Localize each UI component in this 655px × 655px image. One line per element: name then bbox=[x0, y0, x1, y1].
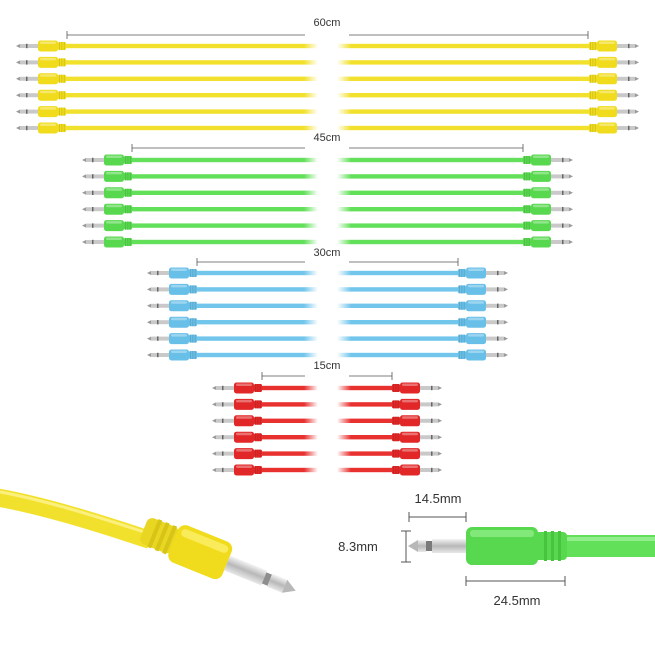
plug-right bbox=[458, 349, 508, 361]
patch-cable bbox=[212, 431, 442, 443]
plug-right bbox=[523, 220, 573, 232]
cable-group-30cm bbox=[147, 254, 508, 361]
patch-cable bbox=[147, 267, 508, 279]
patch-cable bbox=[82, 170, 573, 182]
dimension-plug-length: 24.5mm bbox=[465, 576, 566, 608]
patch-cable bbox=[212, 382, 442, 394]
patch-cable bbox=[82, 154, 573, 166]
plug-left bbox=[16, 89, 66, 101]
patch-cable bbox=[147, 300, 508, 312]
plug-right bbox=[458, 316, 508, 328]
patch-cable bbox=[16, 56, 639, 68]
plug-left bbox=[147, 333, 197, 345]
patch-cable bbox=[212, 415, 442, 427]
plug-left bbox=[147, 267, 197, 279]
plug-right bbox=[392, 398, 442, 410]
dimension-tip-length: 14.5mm bbox=[408, 491, 467, 522]
closeup-yellow-cable bbox=[0, 488, 153, 549]
plug-right bbox=[392, 464, 442, 476]
length-dimension-line bbox=[196, 254, 459, 268]
patch-cable bbox=[147, 349, 508, 361]
closeup-green-plug bbox=[408, 527, 655, 565]
dimension-label-tip-length: 14.5mm bbox=[415, 491, 462, 506]
plug-left bbox=[82, 236, 132, 248]
plug-left bbox=[212, 448, 262, 460]
plug-left bbox=[82, 220, 132, 232]
plug-right bbox=[392, 448, 442, 460]
plug-left bbox=[82, 203, 132, 215]
plug-left bbox=[147, 316, 197, 328]
plug-right bbox=[523, 187, 573, 199]
plug-left bbox=[16, 40, 66, 52]
patch-cable bbox=[16, 89, 639, 101]
dimension-label-plug-length: 24.5mm bbox=[494, 593, 541, 608]
plug-right bbox=[523, 170, 573, 182]
length-dimension-line bbox=[66, 27, 589, 41]
closeup-yellow-plug-body bbox=[168, 525, 233, 580]
plug-right bbox=[589, 73, 639, 85]
plug-left bbox=[16, 73, 66, 85]
cable-group-15cm bbox=[212, 368, 442, 476]
plug-right bbox=[458, 333, 508, 345]
length-dimension-line bbox=[261, 368, 393, 382]
cable-group-45cm bbox=[82, 140, 573, 248]
closeup-yellow-plug bbox=[0, 488, 296, 593]
patch-cable bbox=[16, 73, 639, 85]
patch-cable bbox=[16, 106, 639, 118]
length-label-60cm: 60cm bbox=[314, 17, 341, 29]
plug-right bbox=[589, 56, 639, 68]
patch-cable bbox=[82, 187, 573, 199]
plug-right bbox=[392, 382, 442, 394]
plug-left bbox=[212, 398, 262, 410]
patch-cable bbox=[212, 448, 442, 460]
plug-left bbox=[212, 464, 262, 476]
plug-left bbox=[16, 106, 66, 118]
plug-right bbox=[589, 40, 639, 52]
plug-left bbox=[212, 415, 262, 427]
plug-left bbox=[147, 283, 197, 295]
closeup-green-metal-sleeve bbox=[432, 539, 466, 553]
patch-cable bbox=[147, 283, 508, 295]
plug-right bbox=[523, 154, 573, 166]
patch-cable bbox=[82, 220, 573, 232]
patch-cable bbox=[147, 316, 508, 328]
plug-right bbox=[523, 203, 573, 215]
length-label-30cm: 30cm bbox=[314, 247, 341, 259]
plug-left bbox=[82, 170, 132, 182]
closeup-yellow-metal-sleeve bbox=[224, 555, 268, 586]
patch-cable bbox=[16, 122, 639, 134]
plug-right bbox=[392, 431, 442, 443]
plug-right bbox=[458, 283, 508, 295]
plug-right bbox=[458, 267, 508, 279]
plug-right bbox=[523, 236, 573, 248]
plug-left bbox=[147, 300, 197, 312]
patch-cable bbox=[16, 40, 639, 52]
length-label-45cm: 45cm bbox=[314, 132, 341, 144]
plug-right bbox=[392, 415, 442, 427]
patch-cable bbox=[212, 398, 442, 410]
plug-left bbox=[16, 122, 66, 134]
plug-left bbox=[16, 56, 66, 68]
plug-left bbox=[82, 187, 132, 199]
patch-cable bbox=[147, 333, 508, 345]
dimension-label-plug-diameter: 8.3mm bbox=[338, 539, 378, 554]
patch-cable bbox=[82, 236, 573, 248]
plug-left bbox=[147, 349, 197, 361]
plug-right bbox=[589, 122, 639, 134]
plug-right bbox=[589, 106, 639, 118]
cable-group-60cm bbox=[16, 27, 639, 134]
patch-cable bbox=[212, 464, 442, 476]
plug-left bbox=[212, 431, 262, 443]
plug-right bbox=[458, 300, 508, 312]
dimension-plug-diameter: 8.3mm bbox=[338, 530, 411, 563]
patch-cable bbox=[82, 203, 573, 215]
plug-left bbox=[82, 154, 132, 166]
plug-right bbox=[589, 89, 639, 101]
length-dimension-line bbox=[131, 140, 524, 154]
length-label-15cm: 15cm bbox=[314, 360, 341, 372]
plug-left bbox=[212, 382, 262, 394]
